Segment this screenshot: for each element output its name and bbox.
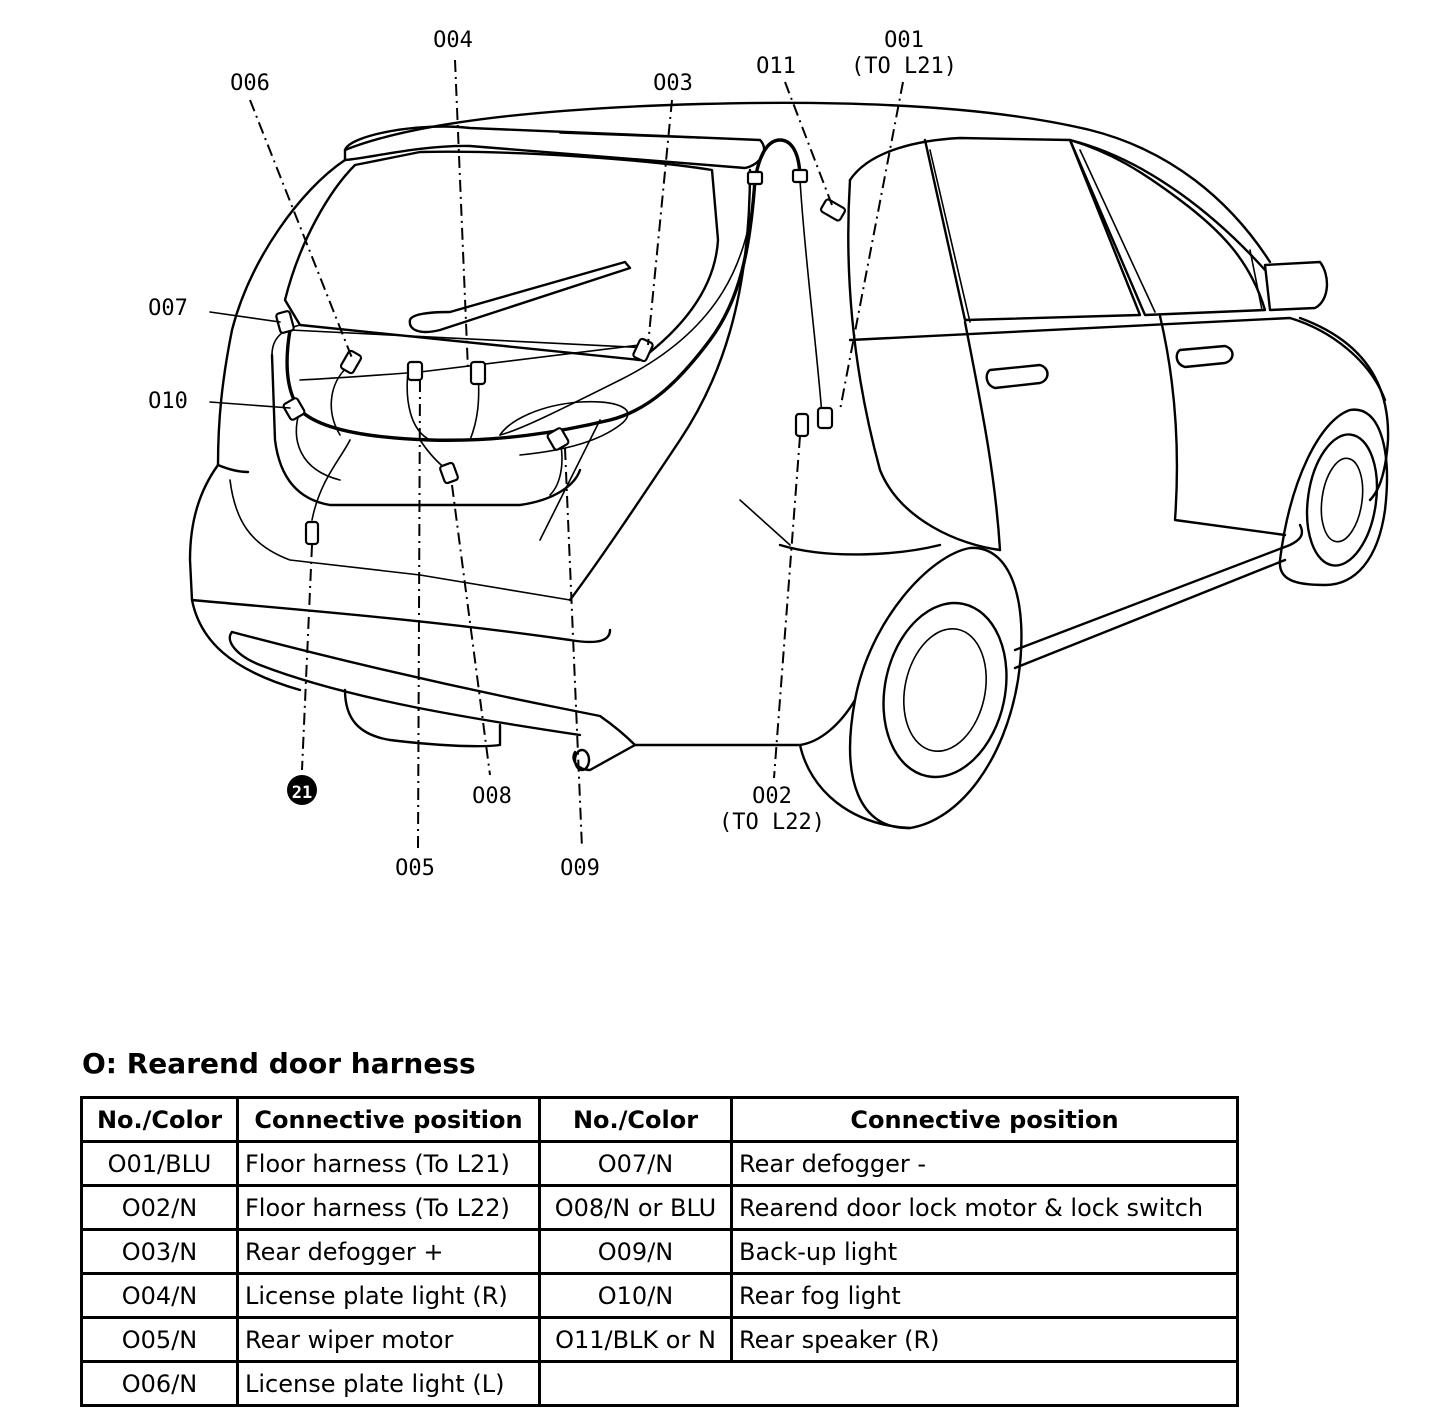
cell-right-no: O11/BLK or N: [538, 1316, 733, 1363]
connector-o10: [282, 397, 306, 421]
header-no-color-right: No./Color: [538, 1096, 733, 1143]
rear-wiper: [408, 260, 632, 334]
table-header-row: No./Color Connective position No./Color …: [80, 1096, 1239, 1143]
connector-o06: [339, 349, 363, 375]
label-o02-note: (TO L22): [719, 810, 825, 835]
label-o09: O09: [560, 856, 600, 881]
cell-left-position: Floor harness (To L21): [236, 1140, 541, 1187]
cell-left-position: License plate light (L): [236, 1360, 541, 1407]
cell-left-no: O02/N: [80, 1184, 239, 1231]
connector-o07: [275, 310, 295, 334]
header-connective-position-right: Connective position: [730, 1096, 1239, 1143]
connector-o11: [819, 198, 847, 222]
label-o02: O02: [752, 784, 792, 809]
connector-o08: [439, 461, 459, 485]
connector-table: No./Color Connective position No./Color …: [80, 1096, 1239, 1407]
label-o03: O03: [653, 71, 693, 96]
connector-o02: [794, 412, 810, 438]
label-o07: O07: [148, 296, 188, 321]
connector-o05-top: [406, 360, 424, 382]
label-o01: O01: [884, 28, 924, 53]
rear-wheel: [798, 546, 1023, 830]
connectors: [275, 168, 847, 546]
connector-o01: [816, 406, 834, 430]
label-o08: O08: [472, 784, 512, 809]
cell-right-no: O10/N: [538, 1272, 733, 1319]
label-o11: O11: [756, 54, 796, 79]
cell-left-no: O05/N: [80, 1316, 239, 1363]
cell-left-position: Rear wiper motor: [236, 1316, 541, 1363]
harness-routing: [285, 138, 823, 541]
cell-left-no: O01/BLU: [80, 1140, 239, 1187]
connector-o09: [546, 427, 570, 451]
label-o05: O05: [395, 856, 435, 881]
cell-right-no: O07/N: [538, 1140, 733, 1187]
cell-left-position: License plate light (R): [236, 1272, 541, 1319]
ground-symbol: 21: [287, 775, 317, 805]
leader-lines: [209, 59, 904, 849]
cell-right-no: O08/N or BLU: [538, 1184, 733, 1231]
harness-clip-left: [746, 170, 764, 186]
cell-left-no: O04/N: [80, 1272, 239, 1319]
label-o06: O06: [230, 71, 270, 96]
car-harness-diagram: 21 O04 O06 O03 O11 O01 (TO L21) O07 O10 …: [148, 28, 1390, 881]
cell-left-no: O06/N: [80, 1360, 239, 1407]
connector-labels: O04 O06 O03 O11 O01 (TO L21) O07 O10 O08…: [148, 28, 957, 881]
table-row: O04/N License plate light (R) O10/N Rear…: [80, 1272, 1239, 1319]
label-o01-note: (TO L21): [851, 54, 957, 79]
cell-right-no: O09/N: [538, 1228, 733, 1275]
cell-left-position: Rear defogger +: [236, 1228, 541, 1275]
cell-right-position: Rear speaker (R): [730, 1316, 1239, 1363]
cell-empty: [538, 1360, 1239, 1407]
header-connective-position-left: Connective position: [236, 1096, 541, 1143]
cell-right-position: Rear fog light: [730, 1272, 1239, 1319]
table-row: O06/N License plate light (L): [80, 1360, 1239, 1407]
connector-o03: [632, 337, 654, 363]
connector-o04: [469, 360, 487, 386]
table-row: O01/BLU Floor harness (To L21) O07/N Rea…: [80, 1140, 1239, 1187]
cell-right-position: Rear defogger -: [730, 1140, 1239, 1187]
ground-label: 21: [292, 783, 312, 803]
label-o04: O04: [433, 28, 473, 53]
table-row: O03/N Rear defogger + O09/N Back-up ligh…: [80, 1228, 1239, 1275]
harness-clip-right: [791, 168, 809, 184]
section-title: O: Rearend door harness: [82, 1047, 476, 1080]
connector-ground: [304, 520, 320, 546]
label-o10: O10: [148, 389, 188, 414]
header-no-color-left: No./Color: [80, 1096, 239, 1143]
table-row: O02/N Floor harness (To L22) O08/N or BL…: [80, 1184, 1239, 1231]
car-body-outline: [188, 101, 1390, 772]
cell-left-position: Floor harness (To L22): [236, 1184, 541, 1231]
table-row: O05/N Rear wiper motor O11/BLK or N Rear…: [80, 1316, 1239, 1363]
cell-right-position: Rearend door lock motor & lock switch: [730, 1184, 1239, 1231]
cell-left-no: O03/N: [80, 1228, 239, 1275]
cell-right-position: Back-up light: [730, 1228, 1239, 1275]
front-wheel: [1278, 408, 1389, 587]
